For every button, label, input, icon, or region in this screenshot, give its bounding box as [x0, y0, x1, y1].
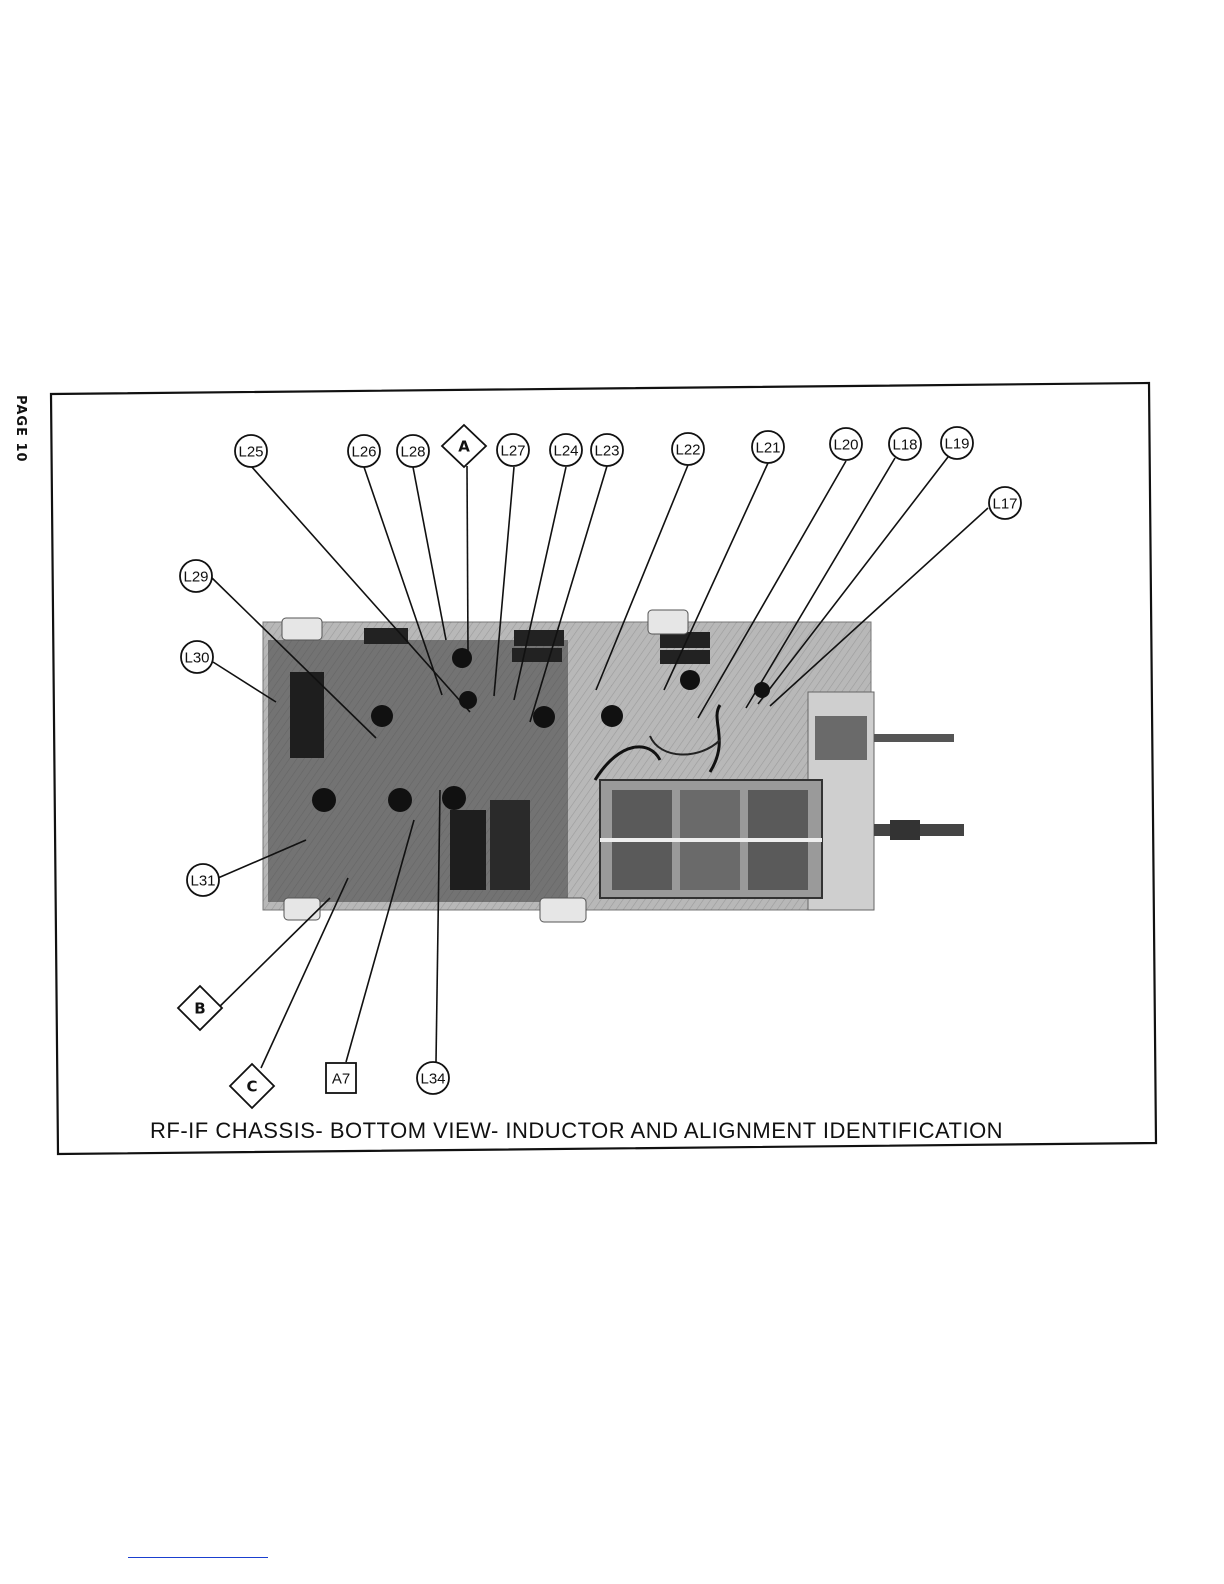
svg-text:A: A [458, 438, 470, 456]
label-l29: L29 [180, 560, 212, 592]
svg-text:L18: L18 [892, 437, 917, 454]
svg-text:L29: L29 [183, 569, 208, 586]
svg-text:L30: L30 [184, 650, 209, 667]
label-l34: L34 [417, 1062, 449, 1094]
label-l24: L24 [550, 434, 582, 466]
label-l21: L21 [752, 431, 784, 463]
svg-text:L28: L28 [400, 444, 425, 461]
svg-text:L25: L25 [238, 444, 263, 461]
label-a-diamond: A [442, 425, 486, 467]
svg-text:B: B [194, 1000, 205, 1018]
label-l26: L26 [348, 435, 380, 467]
svg-text:L17: L17 [992, 496, 1017, 513]
svg-text:L31: L31 [190, 873, 215, 890]
label-l22: L22 [672, 433, 704, 465]
label-l19: L19 [941, 427, 973, 459]
label-l25: L25 [235, 435, 267, 467]
svg-text:L20: L20 [833, 437, 858, 454]
label-a7-box: A7 [326, 1063, 356, 1093]
svg-text:L23: L23 [594, 443, 619, 460]
footer-rule [128, 1557, 268, 1558]
label-l17: L17 [989, 487, 1021, 519]
label-l18: L18 [889, 428, 921, 460]
label-l27: L27 [497, 434, 529, 466]
svg-text:L27: L27 [500, 443, 525, 460]
label-l20: L20 [830, 428, 862, 460]
chassis-photo [263, 610, 964, 922]
svg-text:L21: L21 [755, 440, 780, 457]
label-c-diamond: C [230, 1064, 274, 1108]
label-b-diamond: B [178, 986, 222, 1030]
svg-text:L24: L24 [553, 443, 578, 460]
label-l23: L23 [591, 434, 623, 466]
diagram-caption: RF-IF CHASSIS- BOTTOM VIEW- INDUCTOR AND… [150, 1118, 1110, 1144]
label-l31: L31 [187, 864, 219, 896]
svg-text:A7: A7 [332, 1071, 350, 1088]
svg-text:C: C [246, 1078, 257, 1096]
svg-text:L22: L22 [675, 442, 700, 459]
svg-text:L19: L19 [944, 436, 969, 453]
label-l28: L28 [397, 435, 429, 467]
svg-text:L26: L26 [351, 444, 376, 461]
label-l30: L30 [181, 641, 213, 673]
svg-text:L34: L34 [420, 1071, 445, 1088]
